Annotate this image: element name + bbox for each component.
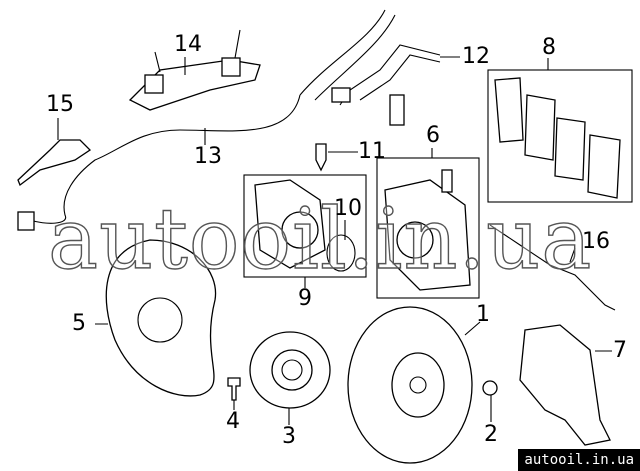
sensor-drawing [315, 143, 327, 172]
bolt-drawing [227, 377, 241, 401]
callout-5: 5 [72, 311, 86, 336]
callout-6: 6 [426, 123, 440, 148]
splash-shield-drawing [105, 239, 217, 397]
callout-12: 12 [462, 44, 490, 69]
callout-1: 1 [476, 302, 490, 327]
callout-14: 14 [174, 32, 202, 57]
callout-3: 3 [282, 424, 296, 449]
callout-10: 10 [334, 196, 362, 221]
callout-8: 8 [542, 35, 556, 60]
pads-box [487, 69, 633, 203]
callout-13: 13 [194, 144, 222, 169]
leader-lines [57, 56, 612, 425]
callout-9: 9 [298, 286, 312, 311]
brake-pads-drawing [494, 77, 621, 199]
caliper-bracket-drawing [519, 324, 611, 446]
sensor-bracket-drawing [17, 139, 92, 187]
abs-connector-drawing [17, 211, 35, 231]
wear-sensor-drawing [489, 224, 616, 311]
callout-11: 11 [358, 139, 386, 164]
screw-drawing [482, 380, 498, 396]
callout-16: 16 [582, 229, 610, 254]
watermark: autooil.in.ua [47, 189, 593, 288]
callout-2: 2 [484, 422, 498, 447]
callout-7: 7 [613, 338, 627, 363]
motor-drawing [254, 179, 356, 272]
harness-bracket-drawing [128, 29, 261, 111]
abs-cable-drawing [29, 94, 301, 224]
caliper-drawing [384, 169, 471, 291]
site-label[interactable]: autooil.in.ua [518, 449, 640, 471]
caliper-box [376, 157, 480, 299]
callout-4: 4 [226, 409, 240, 434]
wire-harness-drawing [299, 9, 441, 126]
callout-15: 15 [46, 92, 74, 117]
